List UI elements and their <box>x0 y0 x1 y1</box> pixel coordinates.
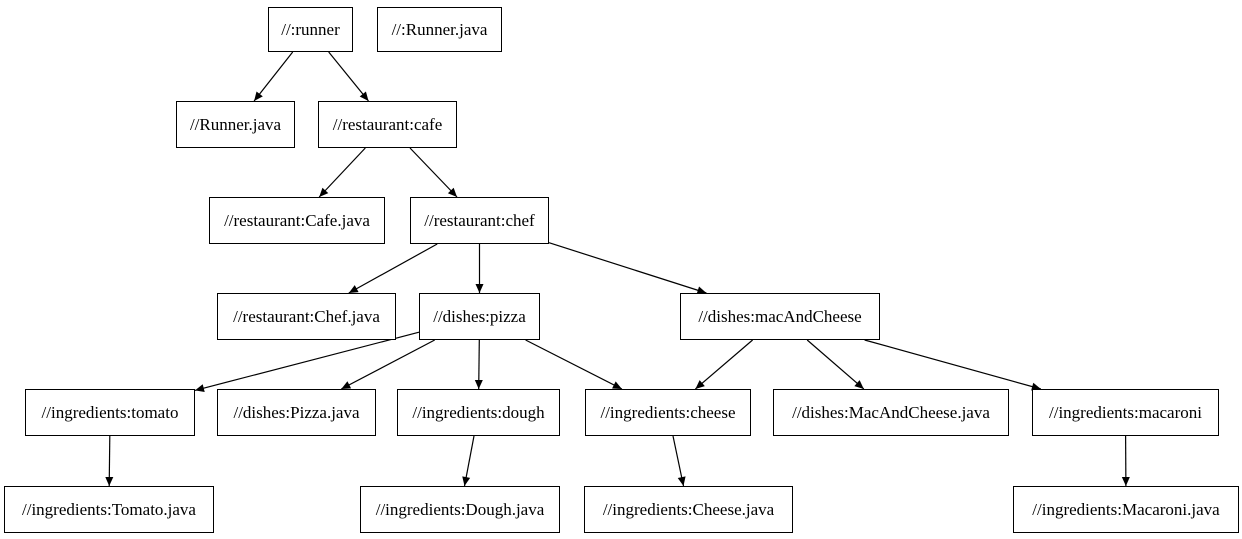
node-label: //ingredients:Macaroni.java <box>1032 500 1220 519</box>
graph-node-macandcheese: //dishes:macAndCheese <box>680 293 880 340</box>
graph-node-runner: //:runner <box>268 7 353 52</box>
edge-cheese-cheese-java <box>672 435 686 487</box>
node-label: //ingredients:cheese <box>600 403 736 422</box>
graph-node-macandcheese-java: //dishes:MacAndCheese.java <box>773 389 1009 436</box>
edge-pizza-cheese <box>525 339 623 390</box>
node-label: //ingredients:Tomato.java <box>22 500 196 519</box>
node-label: //dishes:MacAndCheese.java <box>792 403 990 422</box>
node-label: //dishes:Pizza.java <box>233 403 360 422</box>
node-label: //ingredients:Dough.java <box>375 500 545 519</box>
graph-node-cafe-java: //restaurant:Cafe.java <box>209 197 385 244</box>
graph-node-cafe: //restaurant:cafe <box>318 101 457 148</box>
node-label: //ingredients:macaroni <box>1049 403 1202 422</box>
edge-chef-macandcheese <box>548 242 707 295</box>
node-label: //dishes:pizza <box>433 307 526 326</box>
node-label: //restaurant:cafe <box>332 115 443 134</box>
graph-node-runner-java: //Runner.java <box>176 101 295 148</box>
graph-node-dough: //ingredients:dough <box>397 389 560 436</box>
edge-cafe-cafe-java <box>318 147 366 198</box>
edge-macandcheese-macaroni <box>864 339 1042 391</box>
node-label: //:Runner.java <box>391 20 488 39</box>
edge-chef-chef-java <box>348 243 438 294</box>
edge-pizza-dough <box>474 339 483 390</box>
graph-node-pizza-java: //dishes:Pizza.java <box>217 389 376 436</box>
edge-tomato-tomato-java <box>105 435 114 487</box>
node-label: //restaurant:chef <box>424 211 535 230</box>
graph-node-tomato: //ingredients:tomato <box>25 389 195 436</box>
graph-node-chef: //restaurant:chef <box>410 197 549 244</box>
node-label: //dishes:macAndCheese <box>698 307 862 326</box>
graph-node-cheese-java: //ingredients:Cheese.java <box>584 486 793 533</box>
node-label: //ingredients:Cheese.java <box>602 500 775 519</box>
graph-node-dough-java: //ingredients:Dough.java <box>360 486 560 533</box>
edge-pizza-tomato <box>194 331 420 393</box>
edge-macandcheese-macandcheese-java <box>806 339 865 390</box>
graph-node-tomato-java: //ingredients:Tomato.java <box>4 486 214 533</box>
node-label: //restaurant:Chef.java <box>233 307 380 326</box>
graph-node-runner-java-top: //:Runner.java <box>377 7 502 52</box>
graph-node-macaroni: //ingredients:macaroni <box>1032 389 1219 436</box>
edge-pizza-pizza-java <box>341 339 435 390</box>
graph-node-macaroni-java: //ingredients:Macaroni.java <box>1013 486 1239 533</box>
graph-node-chef-java: //restaurant:Chef.java <box>217 293 396 340</box>
edge-dough-dough-java <box>462 435 475 487</box>
node-label: //ingredients:dough <box>412 403 545 422</box>
edge-runner-cafe <box>328 51 369 102</box>
edge-runner-runner-java <box>253 51 294 102</box>
node-label: //:runner <box>281 20 340 39</box>
graph-node-pizza: //dishes:pizza <box>419 293 540 340</box>
node-label: //ingredients:tomato <box>41 403 179 422</box>
node-label: //Runner.java <box>189 115 282 134</box>
edge-macandcheese-cheese <box>695 339 753 390</box>
graph-node-cheese: //ingredients:cheese <box>585 389 751 436</box>
edge-cafe-chef <box>409 147 458 198</box>
node-label: //restaurant:Cafe.java <box>224 211 370 230</box>
